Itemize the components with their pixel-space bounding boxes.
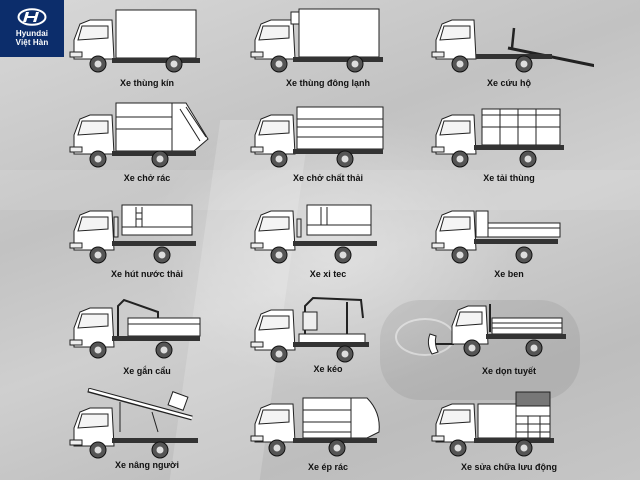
wrecker-truck-icon: [250, 296, 369, 363]
vehicle-label: Xe ben: [494, 269, 524, 279]
vehicle-label: Xe cứu hộ: [486, 78, 532, 88]
vehicle-label: Xe kéo: [313, 364, 343, 374]
crane-truck-icon: [69, 298, 201, 359]
compactor-truck-icon: [250, 397, 380, 457]
vehicle-card-dump[interactable]: Xe ben: [424, 195, 594, 287]
vehicle-card-box[interactable]: Xe thùng kín: [62, 4, 232, 96]
brand-dealer: Việt Hàn: [15, 38, 49, 47]
vehicle-card-snowplow[interactable]: Xe dọn tuyết: [424, 292, 594, 384]
vehicle-label: Xe sửa chữa lưu động: [460, 462, 558, 472]
vehicle-card-crane[interactable]: Xe gắn cẩu: [62, 292, 232, 384]
vehicle-card-mobile-workshop[interactable]: Xe sửa chữa lưu động: [424, 388, 594, 480]
aerial-lift-truck-icon: [69, 388, 198, 459]
vehicle-card-tow-flatbed[interactable]: Xe cứu hộ: [424, 4, 594, 96]
vehicle-card-cargo[interactable]: Xe tải thùng: [424, 99, 594, 191]
vehicle-card-waste[interactable]: Xe chở chất thải: [243, 99, 413, 191]
box-truck-icon: [69, 9, 200, 73]
vehicle-card-refrigerated[interactable]: Xe thùng đông lạnh: [243, 4, 413, 96]
vehicle-label: Xe chở rác: [123, 173, 171, 183]
waste-truck-icon: [250, 106, 384, 168]
vehicle-card-wrecker[interactable]: Xe kéo: [243, 292, 413, 384]
tow-flatbed-truck-icon: [431, 19, 594, 73]
vehicle-card-sewage[interactable]: Xe hút nước thải: [62, 195, 232, 287]
brand-logo[interactable]: Hyundai Việt Hàn: [0, 0, 64, 57]
vehicle-label: Xe thùng đông lạnh: [286, 78, 370, 88]
tanker-truck-icon: [250, 204, 377, 264]
vehicle-label: Xe tải thùng: [483, 173, 535, 183]
cargo-truck-icon: [431, 108, 564, 168]
vehicle-label: Xe gắn cẩu: [123, 366, 171, 376]
dump-truck-icon: [431, 210, 561, 264]
vehicle-label: Xe thùng kín: [120, 78, 174, 88]
sewage-truck-icon: [69, 204, 196, 264]
vehicle-label: Xe nâng người: [115, 460, 179, 470]
vehicle-card-compactor[interactable]: Xe ép rác: [243, 388, 413, 480]
vehicle-label: Xe ép rác: [307, 462, 349, 472]
vehicle-label: Xe dọn tuyết: [481, 366, 536, 376]
vehicle-card-garbage[interactable]: Xe chở rác: [62, 99, 232, 191]
snowplow-truck-icon: [427, 304, 566, 357]
refrigerated-truck-icon: [250, 8, 383, 73]
vehicle-label: Xe hút nước thải: [111, 269, 183, 279]
background-band: [0, 170, 640, 210]
garbage-truck-icon: [69, 102, 209, 168]
vehicle-label: Xe chở chất thải: [293, 173, 363, 183]
vehicle-card-tanker[interactable]: Xe xi tec: [243, 195, 413, 287]
vehicle-card-aerial-lift[interactable]: Xe nâng người: [62, 388, 232, 480]
mobile-workshop-truck-icon: [431, 391, 554, 457]
hyundai-logo-icon: [17, 8, 47, 26]
vehicle-label: Xe xi tec: [309, 269, 347, 279]
brand-name: Hyundai: [15, 29, 49, 38]
